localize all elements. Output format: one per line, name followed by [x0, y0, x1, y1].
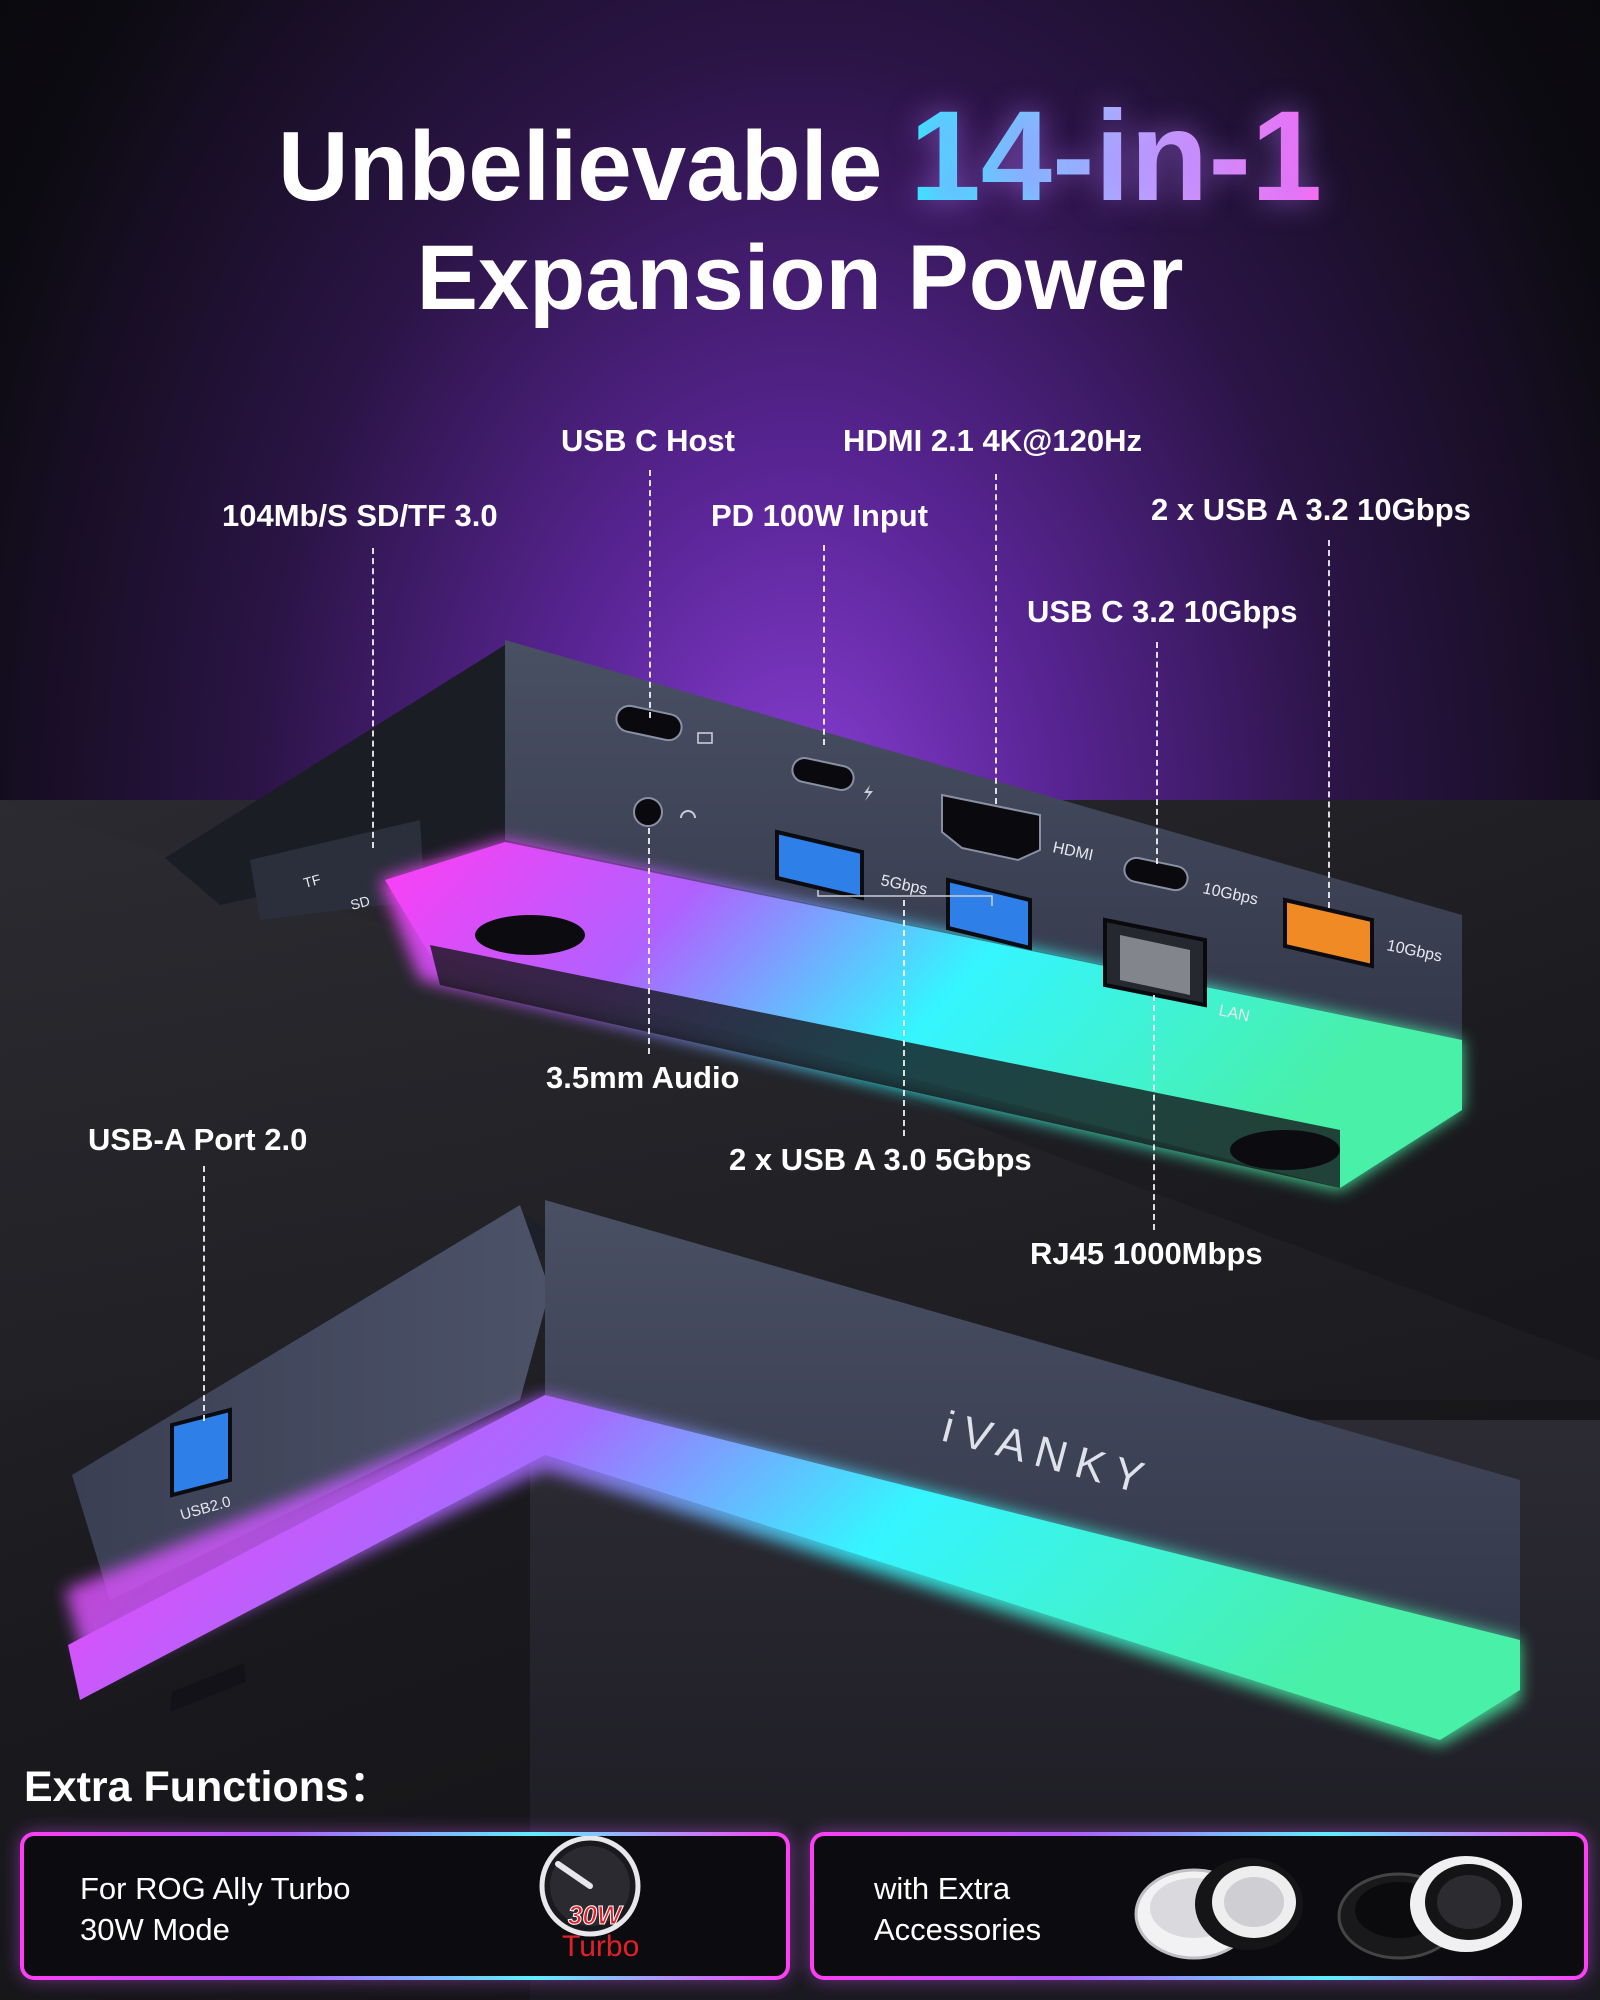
callout-audio: 3.5mm Audio [546, 1060, 740, 1095]
rubber-foot [1230, 1130, 1340, 1170]
gauge-needle [555, 1861, 593, 1889]
white-grip-texture [1224, 1877, 1284, 1927]
top-device: TF SD 5Gbps HDMI 10Gbps LAN 10Gbps [165, 640, 1462, 1190]
leader-usb-c-32 [1156, 642, 1158, 864]
turbo-watt-label: 30W [568, 1900, 624, 1930]
callout-sd-tf: 104Mb/S SD/TF 3.0 [222, 498, 498, 533]
leader-pd-input [823, 545, 825, 745]
leader-usb-a-32 [1328, 540, 1330, 908]
leader-usb-a-30 [903, 900, 905, 1136]
bottom-device-base [170, 1663, 246, 1712]
page-title: Unbelievable 14-in-1 Expansion Power [0, 89, 1600, 330]
card-accessories-text: with Extra Accessories [874, 1868, 1041, 1950]
callout-usb-a-32: 2 x USB A 3.2 10Gbps [1151, 492, 1471, 527]
usb-a-10gbps-port [1283, 897, 1374, 969]
turbo-gauge-icon: 30W Turbo [539, 1836, 641, 1963]
sd-tf-slot-panel [250, 820, 425, 920]
tf-label: TF [302, 871, 323, 891]
rgb-strip-bottom [68, 1395, 1520, 1740]
lightning-icon [864, 785, 873, 801]
bottom-device: USB2.0 iVANKY [65, 1200, 1520, 1745]
card-slot-side [165, 645, 520, 905]
lan-label: LAN [1217, 1002, 1251, 1025]
audio-jack-port [633, 797, 663, 827]
card-accessories-line2: Accessories [874, 1912, 1042, 1947]
usb-a-5gbps-port-2 [946, 877, 1032, 951]
usb-c-10gbps-port [1123, 856, 1189, 892]
leader-audio [648, 828, 650, 1054]
card-turbo-mode: For ROG Ally Turbo 30W Mode 30W Turbo [20, 1832, 790, 1980]
usb-bracket [817, 890, 993, 906]
leader-usb-a-20 [203, 1166, 205, 1421]
card-turbo-text: For ROG Ally Turbo 30W Mode [80, 1868, 350, 1950]
callout-usb-a-20: USB-A Port 2.0 [88, 1122, 308, 1157]
bottom-device-front [545, 1200, 1520, 1640]
callout-usb-c-host: USB C Host [561, 423, 735, 458]
thumb-grip-accessories [1134, 1856, 1522, 1960]
pd-input-port [791, 757, 855, 791]
rj45-contacts [1120, 935, 1190, 995]
leader-usb-c-host [649, 470, 651, 718]
rubber-foot [475, 915, 585, 955]
black-grip-texture [1437, 1875, 1501, 1929]
hdmi-port [941, 793, 1041, 862]
usb-a-5gbps-port-1 [775, 829, 864, 901]
leader-hdmi [995, 474, 997, 804]
leader-rj45 [1153, 995, 1155, 1230]
turbo-label: Turbo [562, 1930, 639, 1963]
callout-hdmi: HDMI 2.1 4K@120Hz [843, 423, 1142, 458]
laptop-icon [697, 732, 713, 744]
card-turbo-line2: 30W Mode [80, 1912, 230, 1947]
callout-usb-c-32: USB C 3.2 10Gbps [1027, 594, 1298, 629]
callout-usb-a-30: 2 x USB A 3.0 5Gbps [729, 1142, 1032, 1177]
extra-functions-heading: Extra Functions： [24, 1763, 392, 1811]
title-line2: Expansion Power [416, 227, 1184, 330]
title-prefix: Unbelievable [277, 111, 883, 221]
sd-label: SD [349, 892, 372, 912]
leader-sd-tf [372, 548, 374, 848]
card-accessories: with Extra Accessories [810, 1832, 1588, 1980]
card-turbo-line1: For ROG Ally Turbo [80, 1871, 351, 1906]
callout-rj45: RJ45 1000Mbps [1030, 1236, 1263, 1271]
card-accessories-line1: with Extra [874, 1871, 1011, 1906]
callout-pd-input: PD 100W Input [711, 498, 929, 533]
bottom-device-side [72, 1205, 550, 1600]
usb-a-2-port [170, 1407, 232, 1498]
title-accent: 14-in-1 [909, 85, 1323, 228]
top-device-base [430, 945, 1340, 1188]
usb-c-host-port [615, 704, 683, 742]
headphone-icon [680, 810, 696, 819]
